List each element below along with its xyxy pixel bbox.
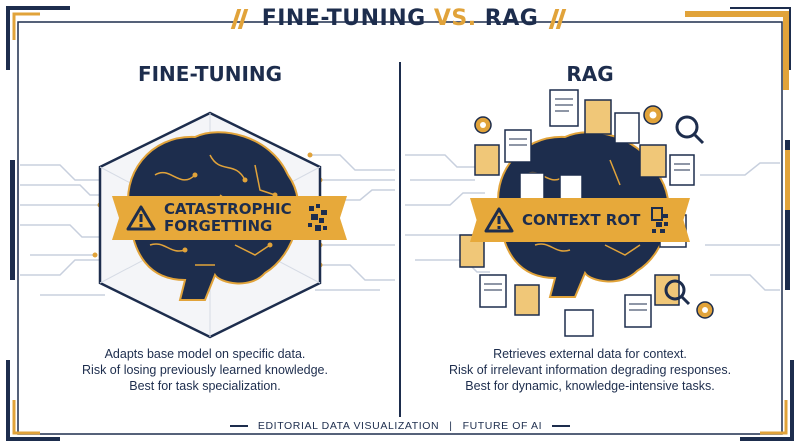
- description-line: Best for dynamic, knowledge-intensive ta…: [465, 379, 715, 393]
- title-slash-left: [230, 8, 248, 29]
- context-rot-banner: CONTEXT ROT: [470, 198, 690, 242]
- title-slash-right: [549, 8, 567, 29]
- footer-left-text: EDITORIAL DATA VISUALIZATION: [257, 420, 440, 432]
- banner-line-2: FORGETTING: [164, 217, 273, 235]
- footer: EDITORIAL DATA VISUALIZATION | FUTURE OF…: [0, 420, 800, 432]
- banner-line-1: CATASTROPHIC: [164, 200, 292, 218]
- warning-icon: [126, 205, 156, 231]
- page-title: FINE-TUNING VS. RAG: [262, 6, 539, 31]
- description-line: Best for task specialization.: [129, 379, 281, 393]
- title-vs: VS.: [433, 6, 477, 31]
- description-line: Retrieves external data for context.: [493, 347, 687, 361]
- gear-icon: [474, 105, 714, 319]
- catastrophic-forgetting-banner: CATASTROPHIC FORGETTING: [112, 196, 347, 240]
- description-line: Risk of losing previously learned knowle…: [82, 363, 328, 377]
- rag-description: Retrieves external data for context. Ris…: [410, 346, 770, 394]
- center-divider: [399, 62, 401, 417]
- fine-tuning-heading: FINE-TUNING: [137, 62, 283, 86]
- description-line: Risk of irrelevant information degrading…: [448, 363, 732, 377]
- rag-heading: RAG: [566, 62, 614, 86]
- footer-rule-right: [552, 425, 571, 427]
- banner-text: CATASTROPHIC FORGETTING: [164, 201, 292, 235]
- description-line: Adapts base model on specific data.: [104, 347, 306, 361]
- warning-icon: [484, 207, 514, 233]
- title-part-1: FINE-TUNING: [261, 6, 426, 31]
- header: FINE-TUNING VS. RAG: [0, 6, 800, 31]
- pixel-glitch-icon: [308, 204, 327, 231]
- footer-right-text: FUTURE OF AI: [462, 420, 543, 432]
- footer-separator: |: [449, 420, 453, 432]
- circuit-lines-left: [20, 164, 115, 296]
- banner-text: CONTEXT ROT: [522, 210, 641, 229]
- magnifier-icon: [664, 115, 705, 306]
- footer-rule-left: [229, 425, 248, 427]
- title-part-2: RAG: [484, 6, 539, 31]
- fine-tuning-description: Adapts base model on specific data. Risk…: [25, 346, 385, 394]
- pixel-glitch-icon: [651, 207, 668, 233]
